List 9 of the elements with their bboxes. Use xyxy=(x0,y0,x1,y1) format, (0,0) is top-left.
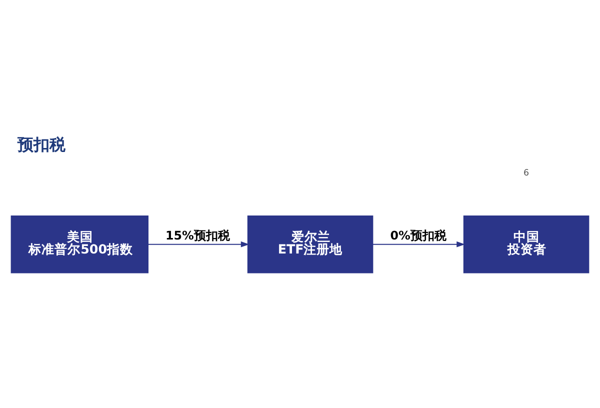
node-box: 美国 标准普尔500指数 xyxy=(10,215,148,274)
label: 6 xyxy=(524,168,530,178)
node-box: 中国 投资者 xyxy=(463,215,590,274)
diagram-title: 预扣税 xyxy=(18,135,66,154)
edge-label: 15%预扣税 xyxy=(165,228,230,243)
node-box: 爱尔兰 ETF注册地 xyxy=(247,215,374,274)
arrow xyxy=(372,241,466,248)
arrow xyxy=(148,241,250,248)
edge-label: 0%预扣税 xyxy=(390,228,446,243)
